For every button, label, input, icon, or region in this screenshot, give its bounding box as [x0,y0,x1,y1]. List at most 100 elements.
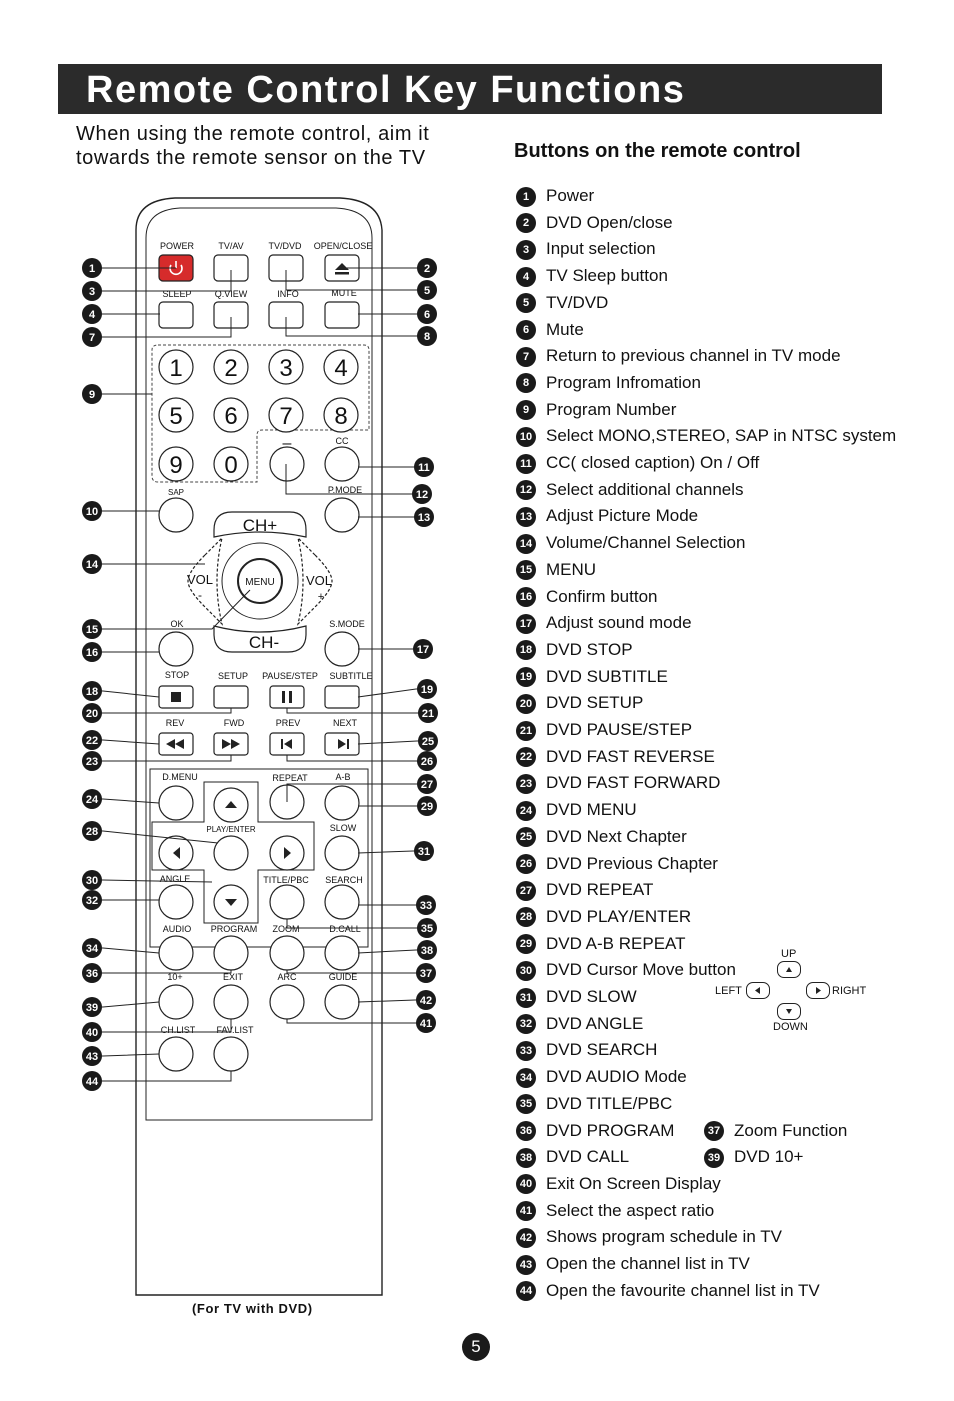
right-arrow-icon [284,847,291,859]
callout-badge [414,841,434,861]
sleep-button[interactable] [158,301,194,329]
vol-plus-button[interactable] [296,536,333,626]
callout-line [286,1019,426,1024]
callout-number: 18 [86,686,98,698]
smode-button[interactable] [324,631,360,667]
digit-button[interactable] [323,397,359,433]
function-text: DVD PROGRAM [546,1120,675,1140]
exit-button[interactable] [213,984,249,1020]
tenplus-button[interactable] [158,984,194,1020]
digit-button[interactable] [158,349,194,385]
digit-label: 0 [224,452,237,479]
digit-button[interactable] [213,397,249,433]
ok-button[interactable] [158,631,194,667]
mute-button[interactable] [324,301,360,329]
digit-button[interactable] [213,446,249,482]
pmode-button[interactable] [324,497,360,533]
callout-badge [417,796,437,816]
digit-button[interactable] [158,446,194,482]
menu-button[interactable] [237,558,283,604]
callout-number: 10 [86,506,98,518]
digit-button[interactable] [213,349,249,385]
program-button[interactable] [213,935,249,971]
cc-button[interactable] [324,446,360,482]
function-text: Shows program schedule in TV [546,1227,782,1247]
function-text: DVD MENU [546,800,637,820]
dmenu-button[interactable] [158,785,194,821]
callout-number: 35 [421,923,433,935]
setup-button[interactable] [213,685,249,709]
callout-number: 24 [86,794,99,806]
ab-button[interactable] [324,785,360,821]
callout-number: 12 [416,489,428,501]
number-badge: 29 [516,934,536,955]
legend-right-label: RIGHT [832,985,867,997]
number-badge: 32 [516,1014,536,1035]
audio-button[interactable] [158,935,194,971]
dash-label: – [283,435,292,452]
callout-badge [82,997,102,1017]
sap-button[interactable] [158,497,194,533]
mute-label: MUTE [331,288,357,298]
ok-label: OK [170,619,183,629]
callout-number: 29 [421,801,433,813]
play-enter-button[interactable] [213,835,249,871]
search-button[interactable] [324,884,360,920]
guide-button[interactable] [324,984,360,1020]
digit-button[interactable] [268,349,304,385]
number-badge: 23 [516,773,536,794]
number-badge: 16 [516,587,536,608]
page-title: Remote Control Key Functions [86,69,686,111]
function-text: Adjust sound mode [546,613,692,633]
callout-badge [417,679,437,699]
vol-minus-button[interactable] [187,536,224,626]
zoom-button[interactable] [269,935,305,971]
titlepbc-button[interactable] [269,884,305,920]
favlist-button[interactable] [213,1036,249,1072]
remote-inner-outline [145,207,373,1121]
ch-plus-button[interactable] [213,511,307,538]
arc-button[interactable] [269,984,305,1020]
dash-button[interactable] [269,446,305,482]
digit-button[interactable] [323,349,359,385]
number-badge: 35 [516,1094,536,1115]
callout-number: 3 [89,286,95,298]
digit-label: 6 [224,403,237,430]
pausestep-button[interactable] [269,685,305,709]
number-badge: 11 [516,453,536,474]
digit-button[interactable] [268,397,304,433]
smode-label: S.MODE [329,619,365,629]
callout-badge [417,751,437,771]
callout-line [92,755,232,762]
guide-label: GUIDE [329,972,358,982]
callout-number: 14 [86,559,99,571]
dcall-button[interactable] [324,935,360,971]
digit-button[interactable] [158,397,194,433]
ch-minus-button[interactable] [213,625,307,653]
callout-badge [82,1022,102,1042]
callout-badge [82,619,102,639]
function-text: DVD SETUP [546,693,644,713]
number-badge: 33 [516,1040,536,1061]
slow-button[interactable] [324,835,360,871]
number-badge: 13 [516,506,536,527]
number-badge: 31 [516,987,536,1008]
callout-number: 6 [424,309,430,321]
subtitle-button[interactable] [324,685,360,709]
remote-body-outline [135,197,383,1296]
chlist-button[interactable] [158,1036,194,1072]
info-label: INFO [277,289,299,299]
angle-button[interactable] [158,884,194,920]
callout-line [92,970,232,974]
number-badge: 8 [516,373,536,394]
